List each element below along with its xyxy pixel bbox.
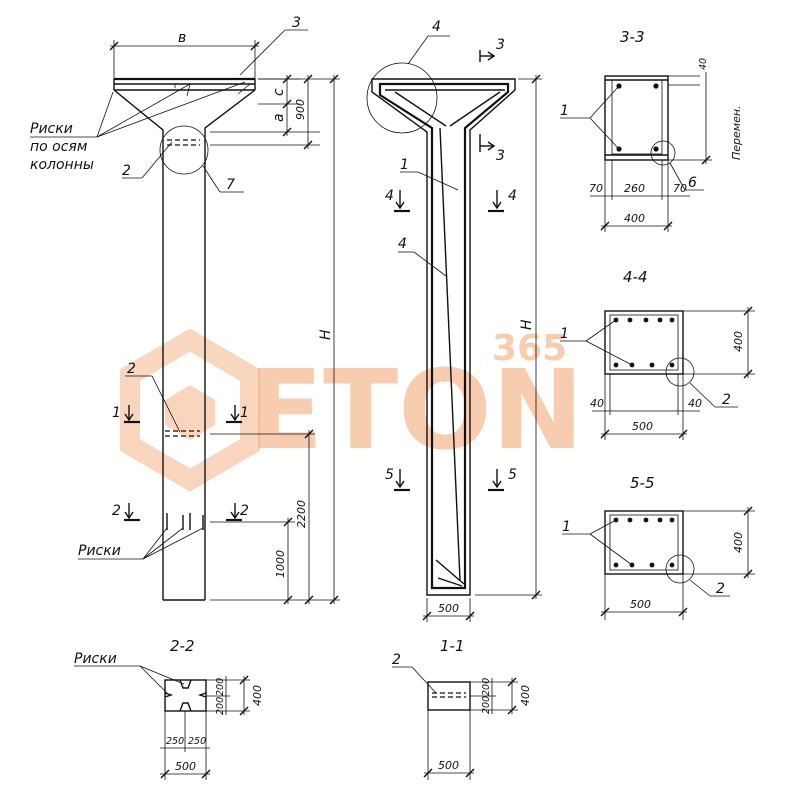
- cut-label-1-right: 1: [240, 405, 249, 421]
- leader-label-1: 1: [400, 157, 409, 173]
- section-2-2-riski: Риски: [74, 651, 117, 667]
- section-2-2-dim-400: 400: [251, 685, 264, 706]
- section-3-3: 3-3 1 6 40 Перемен. 70 260: [560, 28, 743, 232]
- section-1-1-dim-500: 500: [438, 759, 459, 772]
- section-1-1-leader-2: 2: [392, 652, 401, 668]
- section-1-1-dim-200-bottom: 200: [481, 696, 492, 714]
- section-3-3-leader-1: 1: [560, 103, 569, 119]
- section-title-5-5: 5-5: [630, 474, 655, 492]
- cut-label-2-left: 2: [112, 503, 121, 519]
- cut-label-5-left: 5: [385, 467, 394, 483]
- section-5-5-dim-400: 400: [732, 532, 745, 553]
- section-5-5-outline: [604, 510, 684, 575]
- section-5-5-leader-1: 1: [562, 519, 571, 535]
- label-h: H: [318, 329, 334, 340]
- watermark-number: 365: [492, 328, 567, 369]
- section-title-4-4: 4-4: [623, 268, 648, 286]
- cut-label-3-bottom: 3: [496, 148, 505, 164]
- section-3-3-dim-70-right: 70: [673, 182, 687, 195]
- section-4-4-outline: [604, 310, 684, 375]
- section-title-3-3: 3-3: [620, 28, 645, 46]
- right-console: [204, 89, 256, 145]
- diagonal-rebar: [439, 127, 461, 581]
- section-2-2-dim-250-right: 250: [188, 736, 206, 747]
- section-1-1-outline: [427, 681, 471, 711]
- watermark-brand: ETON: [248, 346, 584, 474]
- section-title-2-2: 2-2: [170, 637, 195, 655]
- front-view: в 3 c a 900 H 2200: [30, 15, 340, 605]
- section-4-4-detail-circle: [665, 357, 695, 387]
- section-4-4: 4-4 1 2 400 40 40: [560, 268, 755, 440]
- detail-circle-7: [159, 125, 209, 175]
- label-riski-axes-1: по осям: [30, 139, 88, 155]
- detail-circle-6: [650, 140, 676, 166]
- section-4-4-dim-500: 500: [632, 420, 653, 433]
- section-2-2-dim-200-bottom: 200: [215, 697, 226, 715]
- section-2-2-dim-500: 500: [175, 760, 196, 773]
- dim-500-middle: 500: [438, 602, 459, 615]
- section-3-3-dim-260: 260: [624, 182, 645, 195]
- section-5-5-leader-2: 2: [716, 581, 725, 597]
- label-c: c: [271, 88, 287, 96]
- leader-label-2-mid: 2: [127, 361, 136, 377]
- dim-2200: 2200: [295, 500, 308, 528]
- dim-900: 900: [294, 99, 307, 120]
- section-2-2-outline: [164, 679, 207, 712]
- reinforcement-view: 4 1 4 3 3 4 4 5 5: [366, 19, 542, 622]
- section-4-4-leader-1: 1: [560, 326, 569, 342]
- label-a: a: [271, 113, 287, 122]
- detail-circle-4: [366, 62, 438, 134]
- section-4-4-leader-2: 2: [722, 392, 731, 408]
- section-2-2-dim-250-left: 250: [166, 736, 184, 747]
- section-1-1-dim-400: 400: [519, 685, 532, 706]
- left-console: [113, 89, 164, 145]
- cut-label-1-left: 1: [112, 405, 121, 421]
- leader-label-3: 3: [292, 15, 301, 31]
- section-5-5-detail-circle: [665, 554, 695, 584]
- section-1-1: 1-1 2 200 200 400 500: [392, 637, 532, 780]
- section-3-3-variable: Перемен.: [730, 105, 743, 160]
- section-2-2-dim-200-top: 200: [215, 678, 226, 696]
- label-riski-axes-2: колонны: [30, 157, 94, 173]
- section-4-4-dim-40-left: 40: [590, 397, 604, 410]
- section-5-5: 5-5 1 2 400 500: [562, 474, 755, 620]
- section-3-3-dim-400: 400: [624, 212, 645, 225]
- leader-label-2-top: 2: [122, 163, 131, 179]
- watermark-logo-icon: [120, 328, 260, 492]
- label-riski-bottom: Риски: [78, 543, 121, 559]
- rebar-cage: [378, 82, 510, 590]
- leader-label-4-top: 4: [432, 19, 441, 35]
- section-3-3-dim-40: 40: [698, 58, 709, 70]
- section-5-5-dim-500: 500: [630, 598, 651, 611]
- leader-label-7: 7: [226, 177, 235, 193]
- section-3-3-outline: [604, 75, 669, 161]
- cut-label-4-left: 4: [385, 188, 394, 204]
- section-2-2: 2-2 Риски 200 200 400 250 250 500: [74, 637, 264, 780]
- label-riski-top: Риски: [30, 121, 73, 137]
- cut-label-4-right: 4: [508, 188, 517, 204]
- cut-label-5-right: 5: [508, 467, 517, 483]
- section-3-3-leader-6: 6: [688, 175, 697, 191]
- cut-label-3-top: 3: [496, 37, 505, 53]
- section-3-3-dim-70-left: 70: [589, 182, 603, 195]
- watermark: ETON 365: [120, 328, 584, 492]
- leader-label-4-mid: 4: [398, 236, 407, 252]
- dim-1000: 1000: [274, 550, 287, 578]
- section-4-4-dim-40-right: 40: [688, 397, 702, 410]
- label-h-middle: H: [519, 319, 535, 330]
- section-title-1-1: 1-1: [440, 637, 465, 655]
- column-outline: [371, 78, 516, 596]
- label-b: в: [178, 30, 186, 46]
- cut-label-2-right: 2: [240, 503, 249, 519]
- section-1-1-dim-200-top: 200: [481, 678, 492, 696]
- section-4-4-dim-400: 400: [732, 331, 745, 352]
